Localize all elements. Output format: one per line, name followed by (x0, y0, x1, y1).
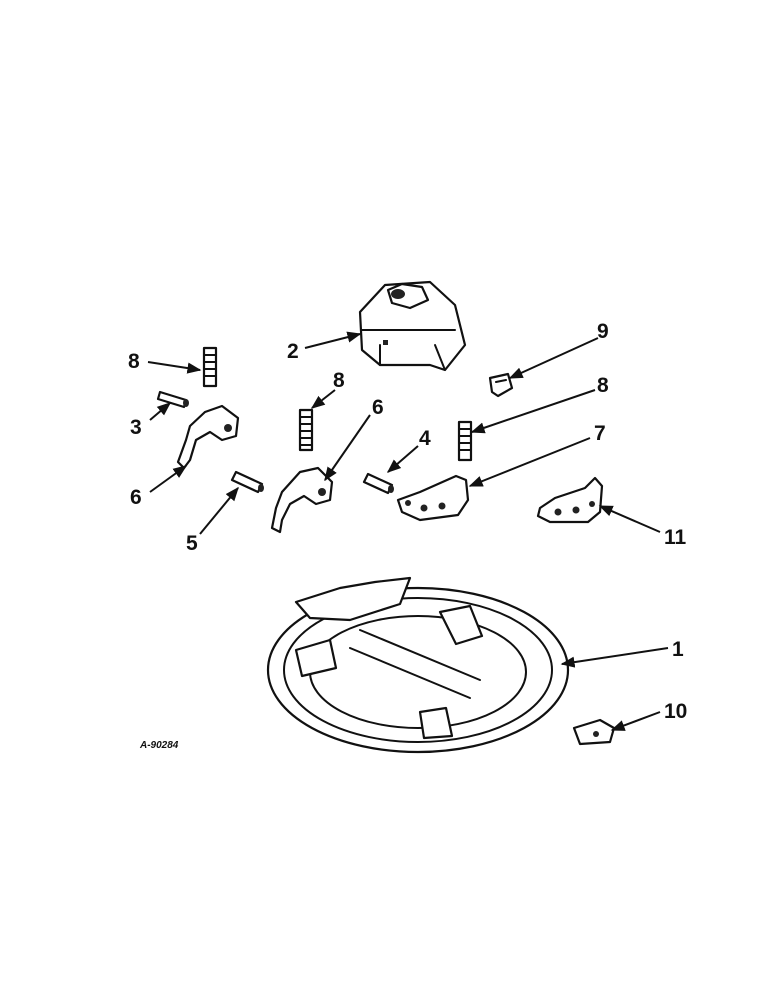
leader-lines (147, 331, 669, 731)
leader-3 (149, 402, 172, 421)
reference-code: A-90284 (139, 740, 179, 751)
part-plate-10 (572, 718, 616, 746)
callout-8-middle: 8 (333, 369, 345, 392)
callouts: 8 2 3 6 5 8 6 4 9 8 7 11 1 10 (128, 320, 687, 723)
callout-8-right: 8 (597, 374, 609, 397)
leader-7 (468, 437, 591, 487)
part-spring-right (457, 420, 473, 462)
callout-6-middle: 6 (372, 396, 384, 419)
part-bracket-11 (536, 476, 604, 524)
callout-6-left: 6 (130, 486, 142, 509)
leader-9 (508, 337, 599, 379)
leader-8-left (147, 361, 202, 374)
part-base-plate (266, 576, 570, 754)
part-lever-left (176, 404, 240, 470)
callout-2: 2 (287, 340, 299, 363)
callout-3: 3 (130, 416, 142, 439)
leader-4 (386, 445, 419, 473)
leader-2 (304, 331, 362, 349)
callout-1: 1 (672, 638, 684, 661)
part-housing (358, 280, 467, 372)
callout-7: 7 (594, 422, 606, 445)
callout-10: 10 (664, 700, 687, 723)
leader-11 (598, 505, 661, 533)
part-spring-middle (298, 408, 314, 452)
callout-9: 9 (597, 320, 609, 343)
leader-5 (199, 486, 239, 535)
part-pin-5 (230, 470, 264, 494)
part-pin-3 (156, 390, 189, 409)
callout-4: 4 (419, 427, 431, 450)
part-lever-middle (270, 466, 334, 534)
leader-10 (610, 711, 661, 731)
part-spring-left (202, 346, 218, 388)
part-bracket-7 (396, 474, 470, 522)
leader-1 (560, 647, 669, 668)
leader-8-middle (310, 389, 336, 409)
part-clip-9 (488, 372, 514, 398)
callout-8-left: 8 (128, 350, 140, 373)
part-pin-4 (362, 472, 394, 495)
leader-6-left (149, 465, 188, 493)
callout-11: 11 (664, 526, 687, 549)
leader-6-middle (324, 414, 371, 482)
leader-8-right (470, 389, 596, 434)
callout-5: 5 (186, 532, 198, 555)
